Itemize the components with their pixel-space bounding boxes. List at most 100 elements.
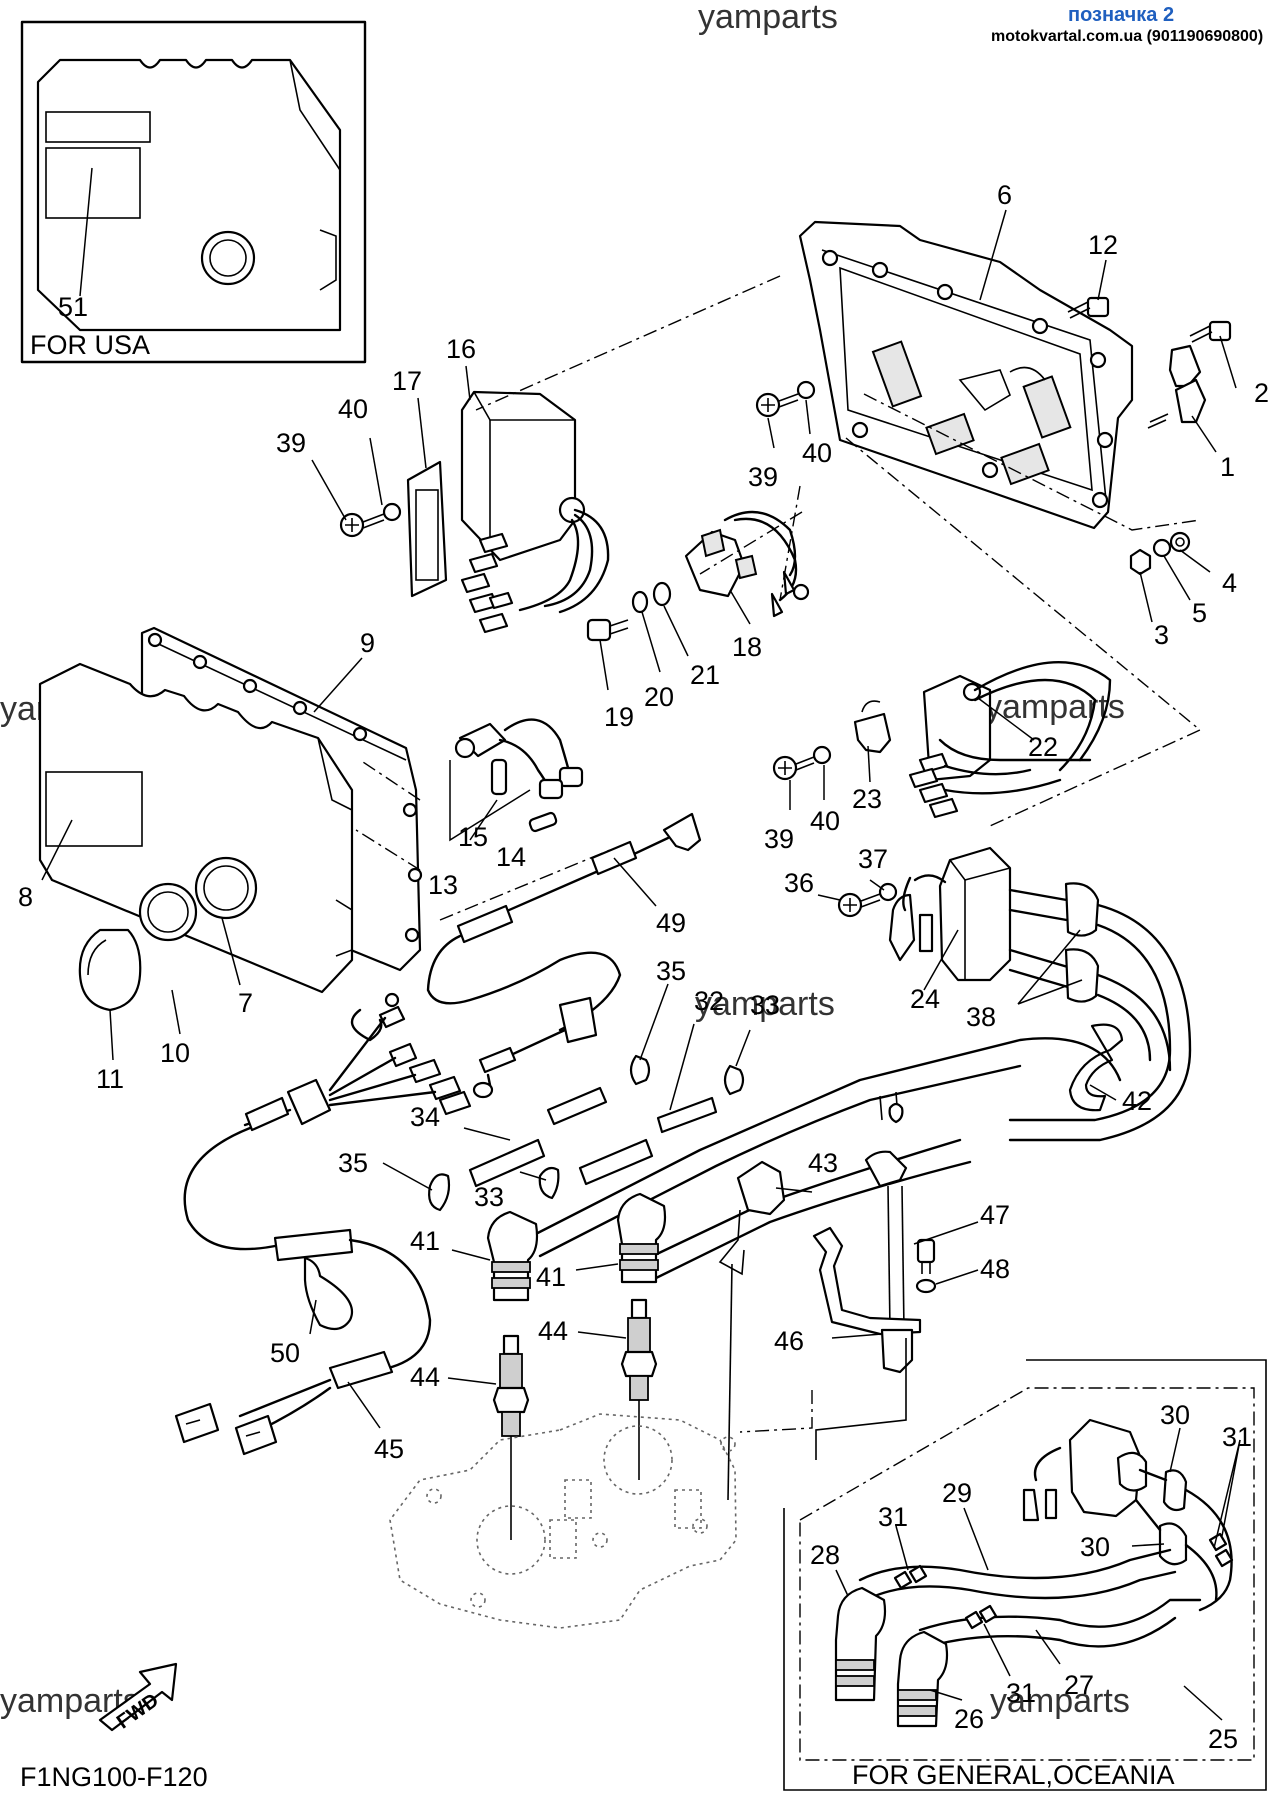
callout-30: 30: [1080, 1532, 1110, 1562]
bolt-washers-19-21: [586, 581, 672, 642]
holder: [718, 1160, 786, 1501]
callout-31: 31: [1222, 1422, 1252, 1452]
callout-41: 41: [410, 1226, 440, 1256]
callout-48: 48: [980, 1254, 1010, 1284]
callout-51: 51: [58, 292, 88, 322]
callout-40: 40: [802, 438, 832, 468]
screw-washer-mid: [772, 745, 832, 781]
callout-15: 15: [458, 822, 488, 852]
plug-leads: [426, 812, 702, 1032]
callout-25: 25: [1208, 1724, 1238, 1754]
callout-23: 23: [852, 784, 882, 814]
header-site-link[interactable]: motokvartal.com.ua (901190690800): [991, 28, 1264, 45]
callout-42: 42: [1122, 1086, 1152, 1116]
callout-1: 1: [1220, 452, 1235, 482]
callout-24: 24: [910, 984, 940, 1014]
electrical-bracket-plate: [798, 220, 1134, 530]
callout-7: 7: [238, 988, 253, 1018]
callout-46: 46: [774, 1326, 804, 1356]
callout-36: 36: [784, 868, 814, 898]
pulser-harness: [853, 661, 1112, 819]
usa-inset-frame: [20, 20, 367, 364]
callout-41: 41: [536, 1262, 566, 1292]
callout-43: 43: [808, 1148, 838, 1178]
callout-44: 44: [538, 1316, 568, 1346]
callout-33: 33: [750, 990, 780, 1020]
screw-washer-36-37: [837, 882, 898, 918]
callout-11: 11: [96, 1064, 124, 1094]
callout-37: 37: [858, 844, 888, 874]
general-oceania-inset: FOR GENERAL,OCEANIA: [783, 1359, 1267, 1791]
watermark: yamparts: [985, 688, 1125, 726]
callout-16: 16: [446, 334, 476, 364]
watermark: yamparts: [990, 1682, 1130, 1720]
callout-12: 12: [1088, 230, 1118, 260]
usa-inset: 51 FOR USA: [20, 20, 367, 364]
callout-10: 10: [160, 1038, 190, 1068]
header-badge: позначка 2: [1068, 4, 1175, 26]
callout-49: 49: [656, 908, 686, 938]
general-oceania-label: FOR GENERAL,OCEANIA: [852, 1760, 1175, 1790]
rectifier: [684, 510, 810, 618]
fuse-harness: [449, 718, 584, 842]
callout-4: 4: [1222, 568, 1237, 598]
callout-2: 2: [1254, 378, 1269, 408]
callout-28: 28: [810, 1540, 840, 1570]
screw-washer-left: [339, 502, 402, 538]
callout-labels: 16 17 40 39 6 12 2 1 40 39 4 5 3 18 21 2…: [18, 180, 1269, 1754]
callout-38: 38: [966, 1002, 996, 1032]
callout-35: 35: [656, 956, 686, 986]
callout-18: 18: [732, 632, 762, 662]
usa-label: FOR USA: [30, 330, 150, 360]
callout-32: 32: [694, 986, 724, 1016]
callout-39: 39: [276, 428, 306, 458]
model-code: F1NG100-F120: [20, 1762, 208, 1792]
callout-21: 21: [690, 660, 720, 690]
callout-22: 22: [1028, 732, 1058, 762]
harness-clamp: [303, 1256, 353, 1331]
cylinder-head-outline: [389, 1413, 737, 1629]
callout-14: 14: [496, 842, 526, 872]
plug-caps: [486, 1192, 667, 1302]
callout-35: 35: [338, 1148, 368, 1178]
callout-13: 13: [428, 870, 458, 900]
callout-30: 30: [1160, 1400, 1190, 1430]
callout-39: 39: [764, 824, 794, 854]
protector-tubes: [428, 1054, 745, 1212]
callout-40: 40: [338, 394, 368, 424]
watermark: yamparts: [695, 985, 835, 1023]
watermark: yamparts: [698, 0, 838, 36]
callout-6: 6: [997, 180, 1012, 210]
leader-lines: [41, 209, 1241, 1721]
callout-29: 29: [942, 1478, 972, 1508]
callout-47: 47: [980, 1200, 1010, 1230]
callout-44: 44: [410, 1362, 440, 1392]
callout-27: 27: [1064, 1670, 1094, 1700]
ignition-coil: [888, 846, 1192, 1142]
callout-26: 26: [954, 1704, 984, 1734]
callout-5: 5: [1192, 598, 1207, 628]
callout-19: 19: [604, 702, 634, 732]
callout-3: 3: [1154, 620, 1169, 650]
screw-washer-plate: [755, 380, 816, 418]
callout-34: 34: [410, 1102, 440, 1132]
callout-31: 31: [878, 1502, 908, 1532]
cable-clamps-right: [1068, 1023, 1124, 1112]
callout-9: 9: [360, 628, 375, 658]
cap-and-seal: [78, 882, 198, 1012]
callout-39: 39: [748, 462, 778, 492]
callout-17: 17: [392, 366, 422, 396]
electrical-cover: [38, 626, 423, 994]
callout-20: 20: [644, 682, 674, 712]
callout-40: 40: [810, 806, 840, 836]
callout-31: 31: [1006, 1678, 1036, 1708]
cdi-unit: [406, 390, 610, 634]
assembly-lines: [355, 275, 1202, 1433]
main-harness: [174, 992, 472, 1456]
ground-lead: [472, 996, 598, 1099]
spark-plugs: [492, 1298, 658, 1540]
callout-50: 50: [270, 1338, 300, 1368]
callout-45: 45: [374, 1434, 404, 1464]
sensor-bracket: [812, 1091, 937, 1460]
